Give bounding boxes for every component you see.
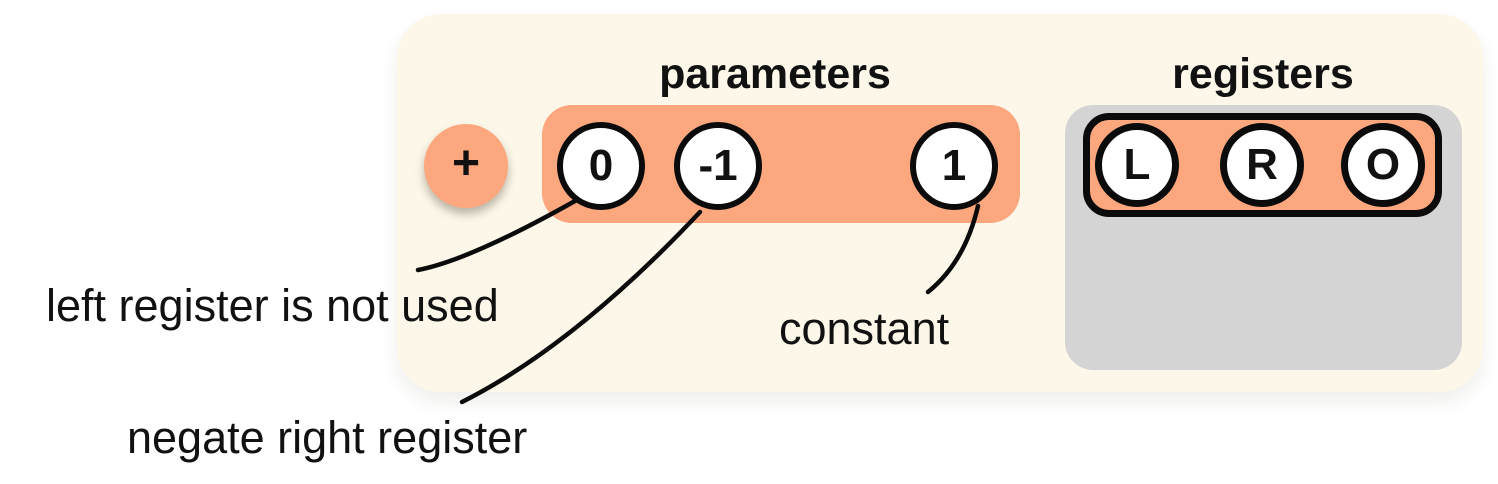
parameters-heading: parameters <box>659 50 891 98</box>
param-circle-constant: 1 <box>910 122 998 210</box>
annotation-left-register-not-used: left register is not used <box>46 280 499 331</box>
plus-icon: + <box>451 137 481 190</box>
register-circle-output: O <box>1341 123 1425 207</box>
register-circle-right: R <box>1220 123 1304 207</box>
registers-box: L R O <box>1065 105 1462 370</box>
registers-heading: registers <box>1172 50 1354 98</box>
annotation-negate-right-register: negate right register <box>127 412 528 463</box>
operator-circle: + <box>424 124 508 208</box>
parameters-box: 0 -1 1 <box>542 105 1020 223</box>
param-circle-right-register: -1 <box>674 122 762 210</box>
registers-group: L R O <box>1083 113 1442 217</box>
param-circle-left-register: 0 <box>557 122 645 210</box>
register-circle-left: L <box>1095 123 1179 207</box>
annotation-constant: constant <box>779 303 950 354</box>
